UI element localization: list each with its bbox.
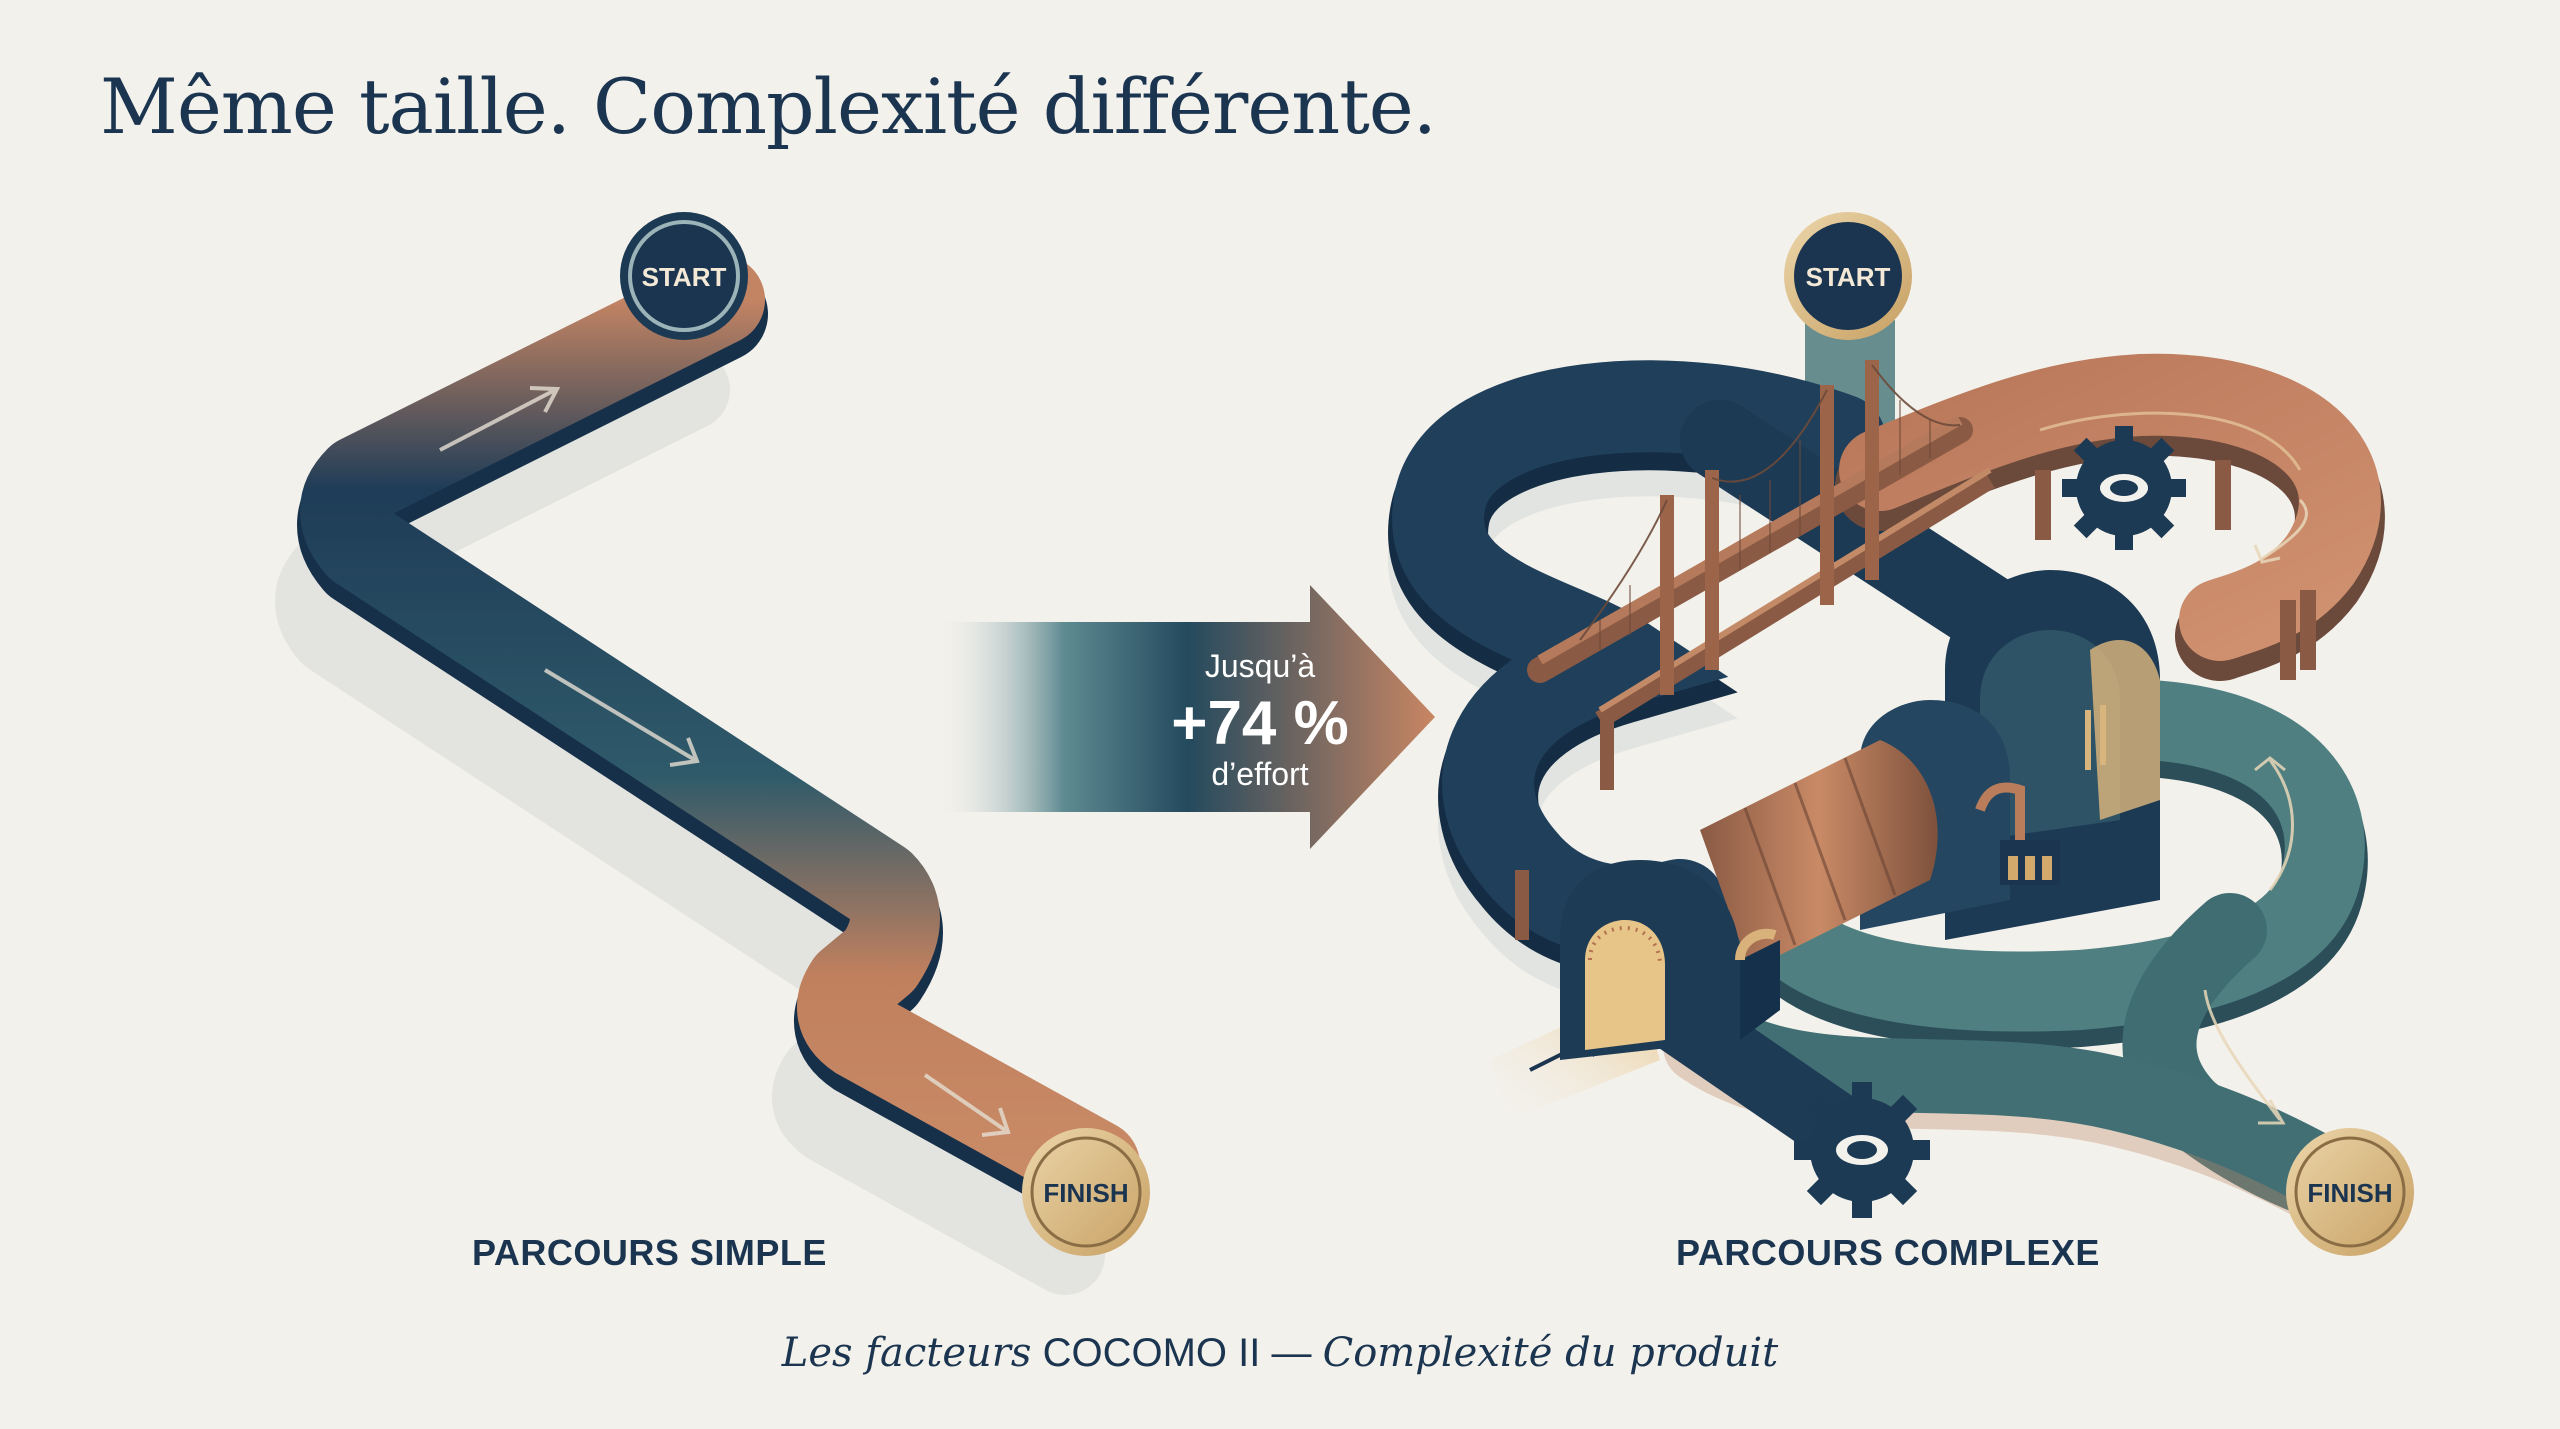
simple-route [275,255,1143,1295]
simple-finish-node: FINISH [1022,1128,1150,1256]
start-label: START [1806,262,1891,292]
footer-subtitle: Les facteurs COCOMO II — Complexité du p… [0,1330,2560,1376]
complex-start-node: START [1784,212,1912,340]
complex-finish-node: FINISH [2286,1128,2414,1256]
footer-script-left: Les facteurs [781,1330,1032,1376]
arrow-text-effort: d’effort [1211,756,1309,792]
footer-script-right: Complexité du produit [1322,1330,1779,1376]
arrow-text-upto: Jusqu’à [1204,648,1316,684]
suspension-bridge [1515,360,2316,940]
finish-label: FINISH [2307,1178,2392,1208]
complex-route [1388,320,2397,1248]
direction-arrow [439,386,1011,1137]
tunnel-complex [1560,570,2160,1060]
finish-label: FINISH [1043,1178,1128,1208]
footer-plain-mid: COCOMO II — [1042,1331,1312,1375]
arrow-text-percent: +74 % [1171,689,1349,758]
gear-icon [2062,426,2186,550]
caption-complex: PARCOURS COMPLEXE [1676,1232,2100,1273]
start-label: START [642,262,727,292]
direction-arrow [2203,498,2308,1125]
page-title: Même taille. Complexité différente. [100,62,1437,151]
effort-arrow [940,585,1435,849]
simple-start-node: START [620,212,748,340]
gear-icon [1794,1082,1930,1218]
caption-simple: PARCOURS SIMPLE [472,1232,827,1273]
